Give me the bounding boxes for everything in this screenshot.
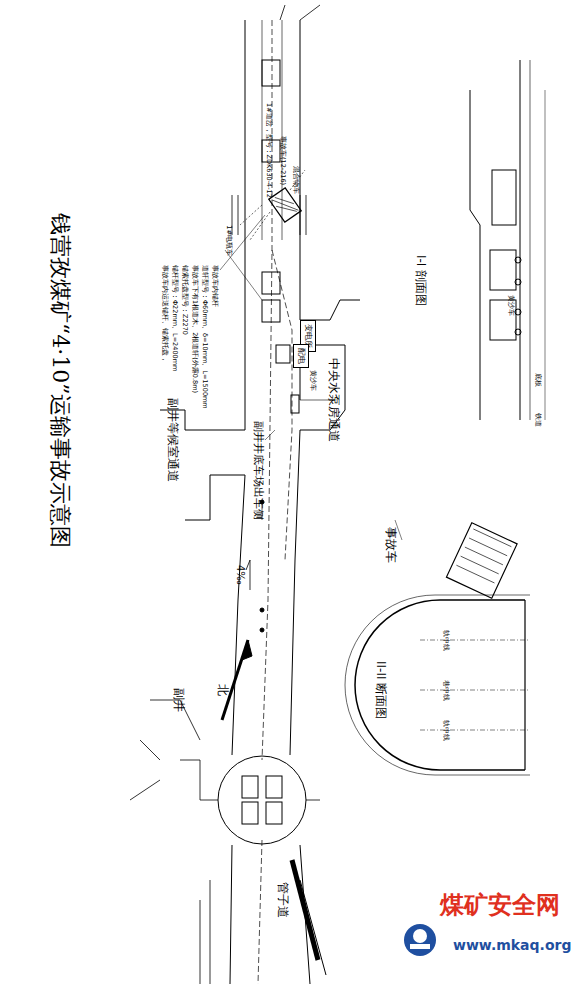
label: 副井井底车场出车侧 [252, 421, 264, 520]
label: 黄沙车 [308, 370, 316, 391]
label: I-I 剖面图 [413, 255, 426, 306]
shaft-circle [218, 756, 306, 844]
label: 黄沙车 [506, 295, 514, 316]
pipe-road [292, 860, 318, 960]
label: 4‰ [235, 565, 246, 585]
label: 副井 [171, 688, 184, 712]
label: 事故车 [383, 527, 396, 563]
label: 轨中线 [441, 720, 449, 741]
label: 1#道岔，型号：ZDK630-4-12 [264, 103, 271, 198]
title: 钱营孜煤矿“4·10”运输事故示意图 [48, 213, 72, 548]
label: 1#电瓶车 [224, 225, 232, 256]
section-ii [345, 520, 530, 775]
label: www.mkaq.org [453, 938, 571, 953]
label: 副井等候室通道 [165, 398, 178, 482]
label: 铁道 [533, 413, 541, 427]
label: 巷中线 [441, 680, 449, 701]
label: 事故车(12-216) [278, 136, 285, 185]
label: 混合物车 [291, 166, 298, 194]
label: 事故车下有1根道木、2根道轩(外露0.8m) [190, 265, 197, 393]
mine-car [262, 60, 280, 86]
label: 道轩型号：Φ60mm、δ=10mm、L=1500mm [200, 265, 207, 409]
label: 轨中线 [441, 630, 449, 651]
roadway-wall [290, 20, 310, 984]
section-i [470, 60, 545, 420]
label: 底板 [533, 373, 541, 387]
label: 事故车内锚杆 [210, 265, 217, 307]
equipment-box: 配电 [293, 344, 310, 368]
label: 事故车内运送锚杆、锚索托盘， [160, 265, 167, 363]
label: 锚索托盘型号：Z2270 [180, 265, 187, 335]
label: 管子道 [275, 882, 288, 918]
label: 锚杆型号：Φ22mm、L=2400mm [170, 265, 177, 371]
label: 煤矿安全网 [440, 892, 560, 918]
label: 北 [215, 684, 228, 696]
label: 中央水泵房通道 [326, 358, 339, 442]
label: II-II 断面图 [373, 661, 386, 719]
box-text: 配电 [297, 348, 306, 364]
